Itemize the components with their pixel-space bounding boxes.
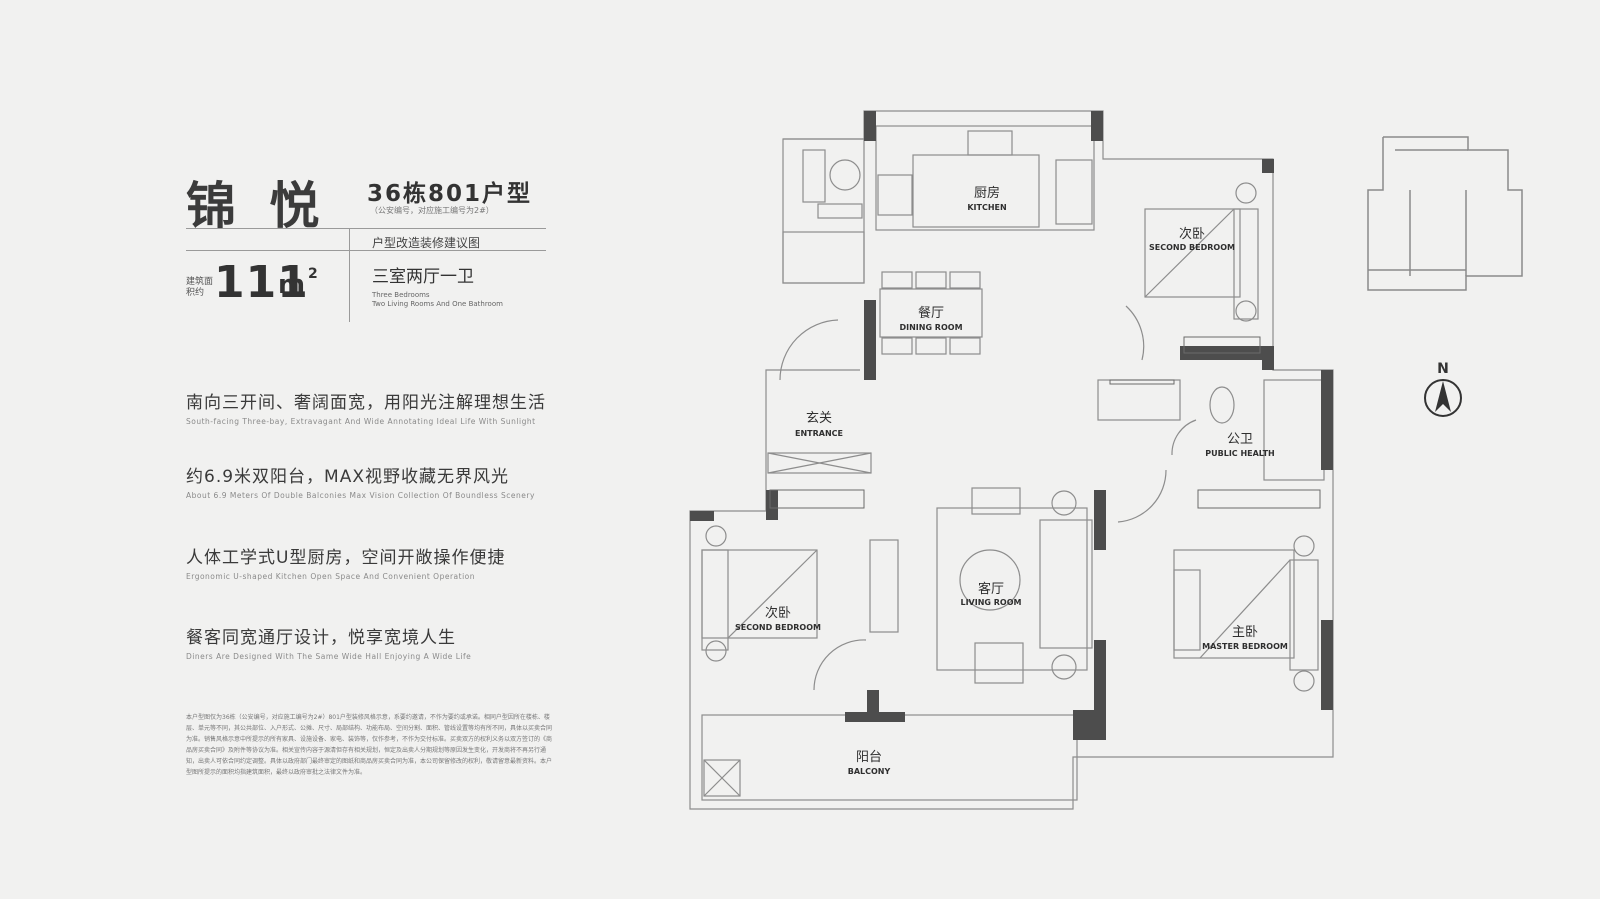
unit-note: （公安编号，对应施工编号为2#） [370,206,494,215]
room-balcony-en: BALCONY [848,767,891,776]
feature-2-en: About 6.9 Meters Of Double Balconies Max… [186,491,535,500]
feature-3-en: Ergonomic U-shaped Kitchen Open Space An… [186,572,475,581]
area-unit: m [278,270,306,300]
area-unit-sup: 2 [308,266,318,282]
unit-title: 36栋801户型 [367,181,533,207]
room-living-en: LIVING ROOM [960,598,1021,607]
room-bedroom2-cn: 次卧 [1179,226,1205,242]
improve-label: 户型改造装修建议图 [372,236,481,250]
room-kitchen-en: KITCHEN [967,203,1006,212]
area-label: 建筑面积约 [186,277,214,298]
feature-3: 人体工学式U型厨房，空间开敞操作便捷 [186,548,506,568]
room-bath-cn: 公卫 [1227,432,1253,447]
room-dining-cn: 餐厅 [918,305,944,321]
rooms-en-line2: Two Living Rooms And One Bathroom [372,300,503,308]
room-entrance-en: ENTRANCE [795,429,843,438]
plan-outline [689,110,1334,810]
disclaimer: 本户型图仅为36栋（公安编号，对应施工编号为2#）801户型装修风格示意，系要约… [186,714,553,776]
plan-walls [690,111,1333,740]
rooms-en: Three Bedrooms Two Living Rooms And One … [372,291,503,309]
compass-icon: N [1424,361,1462,417]
key-plan-thumbnail [1367,136,1523,291]
room-bedroom3-en: SECOND BEDROOM [735,623,821,632]
feature-1: 南向三开间、奢阔面宽，用阳光注解理想生活 [186,393,546,413]
rooms-cn: 三室两厅一卫 [372,267,474,287]
room-master-en: MASTER BEDROOM [1202,642,1288,651]
room-kitchen-cn: 厨房 [974,185,1000,201]
north-label: N [1437,361,1449,377]
area-value: 111 [214,257,309,308]
room-labels: 厨房 KITCHEN 次卧 SECOND BEDROOM 餐厅 DINING R… [735,185,1288,776]
divider-vertical [349,229,350,322]
room-dining-en: DINING ROOM [899,323,962,332]
room-bedroom3-cn: 次卧 [765,605,791,621]
divider-top [186,228,546,229]
divider-mid [186,250,546,251]
room-master-cn: 主卧 [1232,625,1258,640]
room-living-cn: 客厅 [978,581,1004,597]
room-balcony-cn: 阳台 [856,750,882,765]
feature-1-en: South-facing Three-bay, Extravagant And … [186,417,536,426]
room-bedroom2-en: SECOND BEDROOM [1149,243,1235,252]
project-name: 锦 悦 [186,176,328,235]
plan-wardrobes [769,336,1321,509]
room-entrance-cn: 玄关 [806,411,832,426]
feature-4: 餐客同宽通厅设计，悦享宽境人生 [186,628,456,648]
feature-2: 约6.9米双阳台，MAX视野收藏无界风光 [186,467,509,487]
room-bath-en: PUBLIC HEALTH [1205,449,1274,458]
rooms-en-line1: Three Bedrooms [372,291,430,299]
feature-4-en: Diners Are Designed With The Same Wide H… [186,652,472,661]
